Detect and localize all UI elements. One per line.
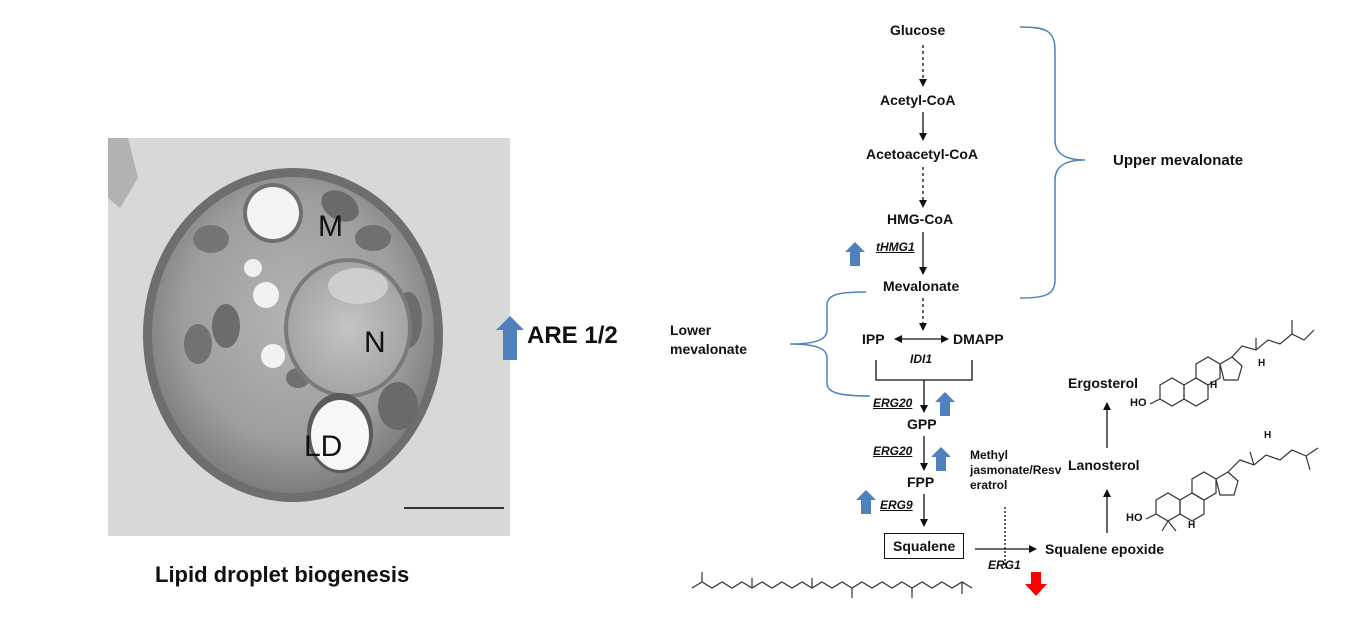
treatment-label: Methyl jasmonate/Resv eratrol [970,448,1061,493]
lipid-droplet [311,400,369,470]
up-arrow-icon [935,392,955,416]
mitochondrion [321,190,359,222]
metabolite-ipp: IPP [862,331,885,347]
metabolite-gpp: GPP [907,416,937,432]
metabolite-acetoacetyl-coa: Acetoacetyl-CoA [866,146,979,162]
label-nucleus: N [364,326,386,359]
metabolite-squalene-epoxide: Squalene epoxide [1045,541,1165,557]
enzyme-erg20-a: ERG20 [873,396,913,410]
metabolite-squalene: Squalene [884,533,965,559]
ergosterol-h-label: H [1210,380,1218,391]
metabolite-dmapp: DMAPP [953,331,1004,347]
small-vesicle [261,344,285,368]
label-mitochondria: M [318,210,343,243]
metabolite-fpp: FPP [907,474,935,490]
section-lower-mevalonate-line2: mevalonate [670,341,748,357]
up-arrow-icon [845,242,865,266]
up-arrow-icon [931,447,951,471]
up-arrow-icon [496,316,524,360]
lanosterol-ho-label: HO [1126,512,1143,524]
ergosterol-structure [1149,320,1315,407]
enzyme-erg20-b: ERG20 [873,444,913,458]
are-label: ARE 1/2 [527,322,618,349]
cell-micrograph: M N LD [108,138,510,536]
enzyme-idi1: IDI1 [910,352,933,366]
micrograph-edge-artifact [108,138,138,208]
mitochondrion [355,225,391,251]
metabolite-lanosterol: Lanosterol [1068,457,1140,473]
up-arrow-icon [856,490,876,514]
treatment-line: Methyl [970,448,1009,462]
section-lower-mevalonate-line1: Lower [670,322,712,338]
metabolite-glucose: Glucose [890,22,946,38]
vacuole [247,187,299,239]
enzyme-erg9: ERG9 [880,498,913,512]
treatment-line: jasmonate/Resv [970,463,1062,477]
mitochondrion [184,324,212,364]
squalene-structure [691,581,973,589]
ergosterol-h-label: H [1258,358,1266,369]
down-arrow-icon [1025,572,1047,596]
metabolite-ergosterol: Ergosterol [1068,375,1139,391]
nucleolus [328,268,388,304]
mitochondrion [378,382,418,430]
lower-mevalonate-brace [789,291,871,397]
lanosterol-structure [1145,447,1319,532]
small-vesicle [253,282,279,308]
ergosterol-ho-label: HO [1130,397,1147,409]
section-upper-mevalonate: Upper mevalonate [1113,152,1244,169]
metabolite-mevalonate: Mevalonate [883,278,960,294]
metabolite-acetyl-coa: Acetyl-CoA [880,92,956,108]
caption-lipid-droplet-biogenesis: Lipid droplet biogenesis [155,562,410,587]
enzyme-erg1: ERG1 [988,558,1021,572]
lanosterol-h-label: H [1264,430,1272,441]
label-lipid-droplet: LD [304,430,342,463]
metabolite-hmg-coa: HMG-CoA [887,211,954,227]
upper-mevalonate-brace [1019,26,1086,299]
mitochondrion [212,304,240,348]
mitochondrion [193,225,229,253]
lanosterol-h-label: H [1188,520,1196,531]
small-vesicle [244,259,262,277]
enzyme-thmg1: tHMG1 [876,240,915,254]
treatment-line: eratrol [970,478,1008,492]
cell-micrograph-svg: M N LD [108,138,510,536]
